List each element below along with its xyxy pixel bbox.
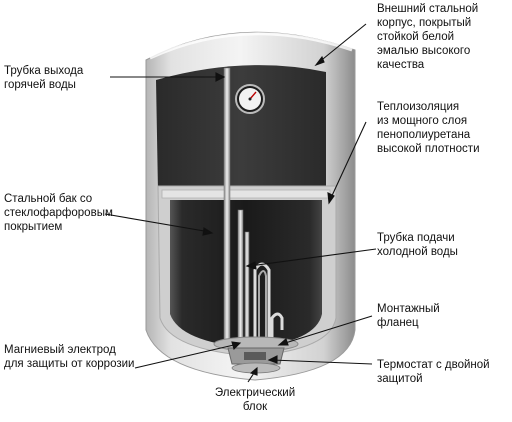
cold-water-pipe [237,209,244,351]
label-steel-tank: Стальной бак со стеклофарфоровым покрыти… [4,193,113,233]
label-magnesium-anode: Магниевый электрод для защиты от коррози… [4,344,135,370]
label-hot-water-pipe: Трубка выхода горячей воды [4,65,84,91]
hot-water-pipe [223,67,231,349]
thermometer-gauge-icon [235,84,265,114]
label-mounting-flange: Монтажный фланец [377,303,440,329]
label-outer-casing: Внешний стальной корпус, покрытый стойко… [377,3,479,71]
label-cold-water-pipe: Трубка подачи холодной воды [377,232,458,258]
tank-shelf [161,189,331,199]
leader-lines [104,23,377,383]
magnesium-anode-rod [244,231,250,351]
label-insulation: Теплоизоляция из мощного слоя пенополиур… [377,101,480,155]
label-electric-unit: Электрический блок [214,387,296,413]
top-rim [149,32,353,60]
insulation-cutaway [156,65,326,192]
label-thermostat: Термостат с двойной защитой [377,359,490,385]
